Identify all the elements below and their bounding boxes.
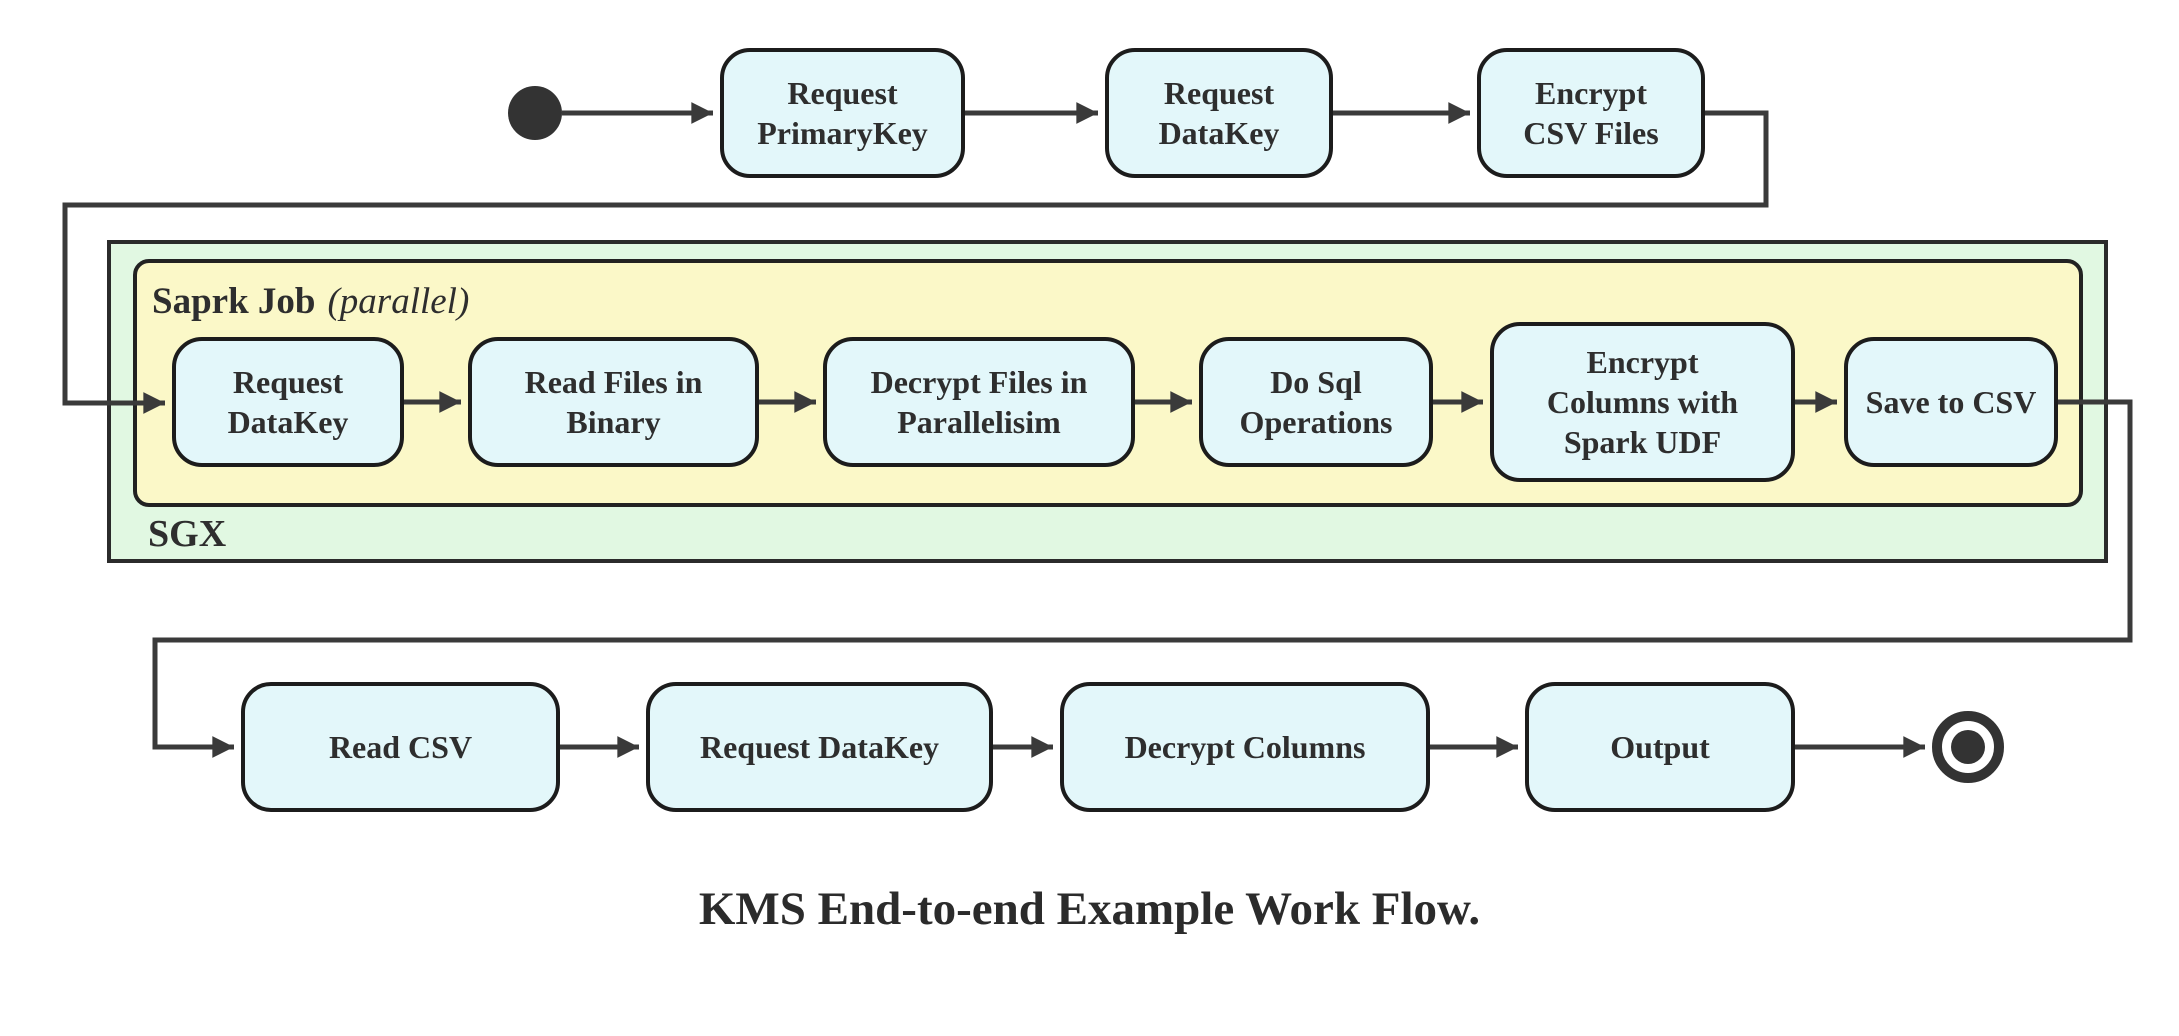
end-node [1932,711,2004,783]
activity-request-datakey-bottom: Request DataKey [646,682,993,812]
activity-save-to-csv: Save to CSV [1844,337,2058,467]
activity-request-datakey-spark: Request DataKey [172,337,404,467]
activity-encrypt-columns-with-spark-udf: Encrypt Columns with Spark UDF [1490,322,1795,482]
activity-output: Output [1525,682,1795,812]
edge-save-csv-to-read-csv [152,399,2133,758]
spark-job-label-bold: Saprk Job [152,281,316,322]
activity-decrypt-columns: Decrypt Columns [1060,682,1430,812]
spark-job-label: Saprk Job (parallel) [152,280,469,323]
activity-do-sql-operations: Do Sql Operations [1199,337,1433,467]
spark-job-label-italic: (parallel) [327,281,470,322]
activity-request-datakey-top: Request DataKey [1105,48,1333,178]
activity-read-csv: Read CSV [241,682,560,812]
diagram-caption: KMS End-to-end Example Work Flow. [698,883,1481,935]
activity-request-primarykey: Request PrimaryKey [720,48,965,178]
end-node-inner-dot [1951,730,1985,764]
activity-decrypt-files-in-parallelisim: Decrypt Files in Parallelisim [823,337,1135,467]
start-node [508,86,562,140]
activity-read-files-in-binary: Read Files in Binary [468,337,759,467]
sgx-label: SGX [148,513,227,555]
activity-encrypt-csv-files: Encrypt CSV Files [1477,48,1705,178]
edge-encrypt-csv-to-sgx [62,110,1769,414]
